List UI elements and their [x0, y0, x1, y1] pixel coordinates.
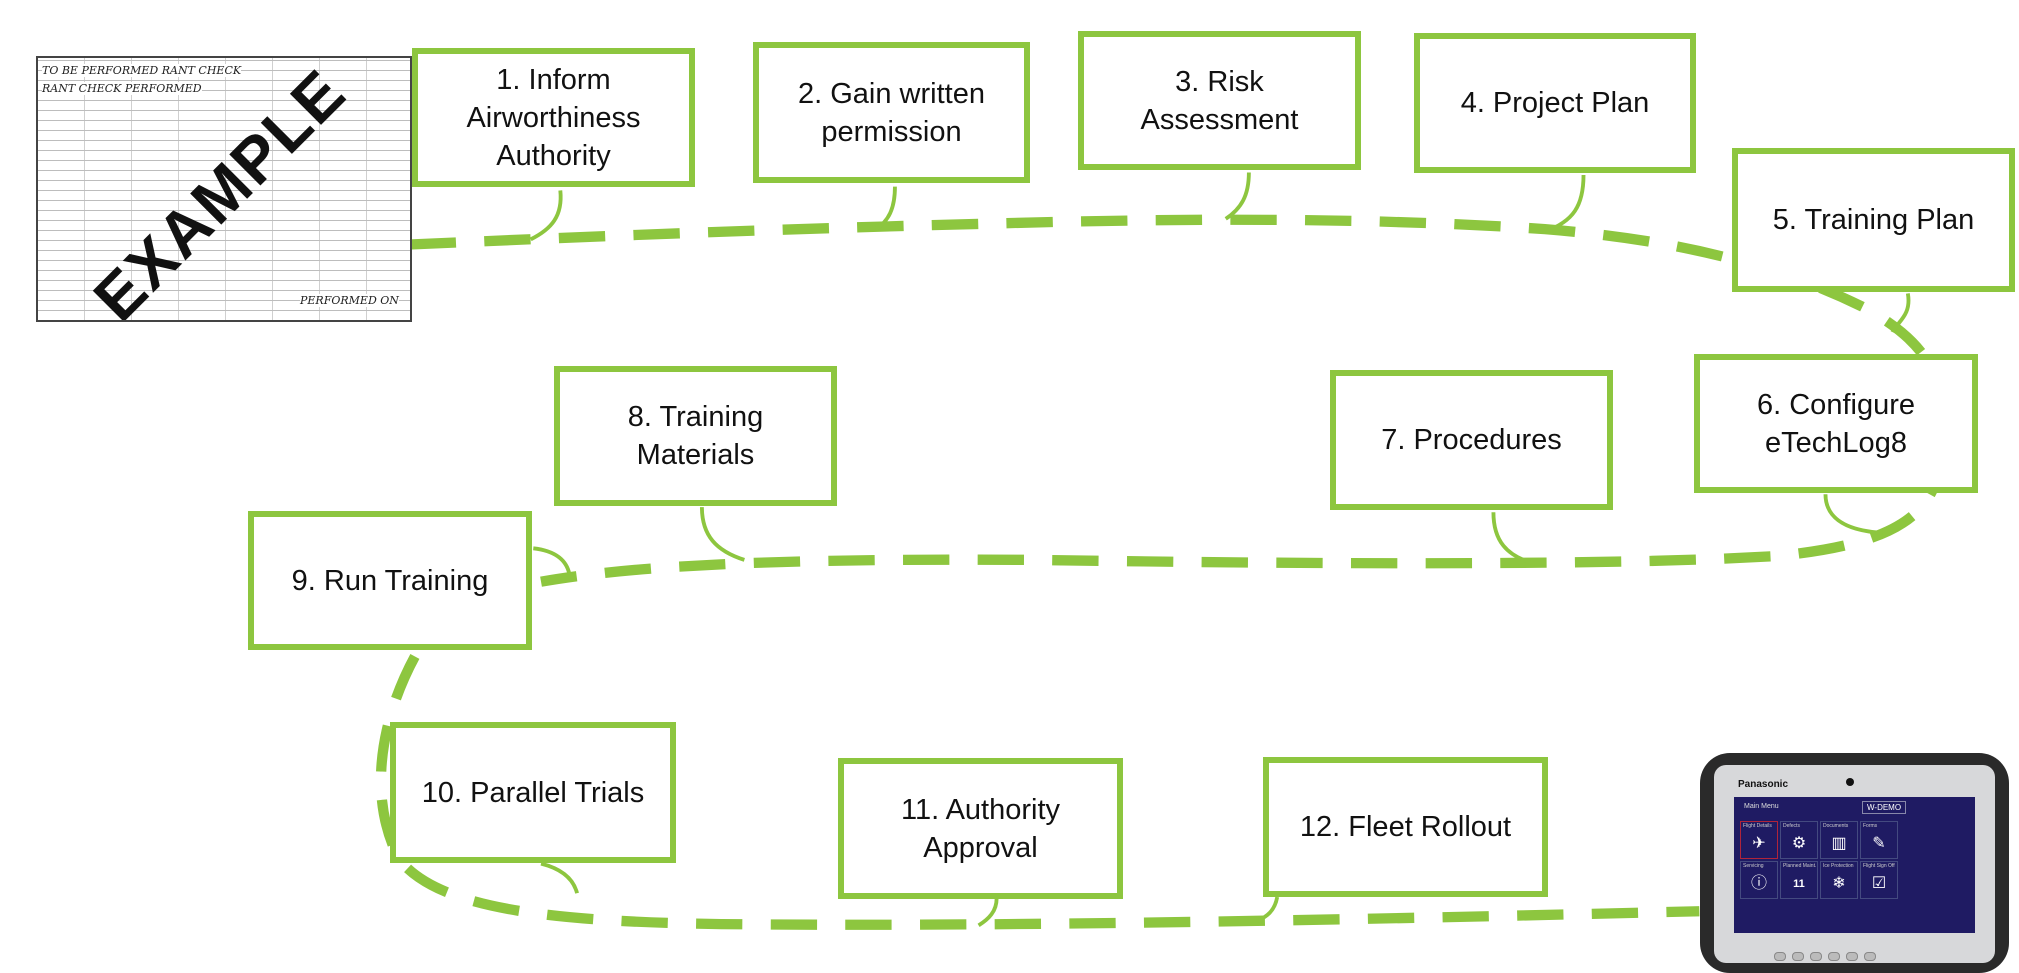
dashed-path-upper: [409, 214, 1949, 587]
step-3-risk-assessment: 3. Risk Assessment: [1078, 31, 1361, 170]
hardware-button: [1846, 952, 1858, 961]
connector-4: [1544, 175, 1586, 234]
hardware-button: [1774, 952, 1786, 961]
tile-label: Flight Details: [1743, 823, 1772, 829]
step-5-training-plan: 5. Training Plan: [1732, 148, 2015, 292]
tile-label: Planned Maint.: [1783, 863, 1817, 869]
step-12-fleet-rollout: 12. Fleet Rollout: [1263, 757, 1548, 897]
tile-flight-details: Flight Details ✈: [1740, 821, 1778, 859]
step-7-procedures: 7. Procedures: [1330, 370, 1613, 510]
connector-2: [874, 186, 897, 231]
step-11-authority-approval: 11. Authority Approval: [838, 758, 1123, 899]
tile-flight-sign-off: Flight Sign Off ☑: [1860, 861, 1898, 899]
example-techlog-form-image: EXAMPLE TO BE PERFORMED RANT CHECK RANT …: [36, 56, 412, 322]
connector-1: [529, 190, 563, 242]
step-9-run-training: 9. Run Training: [248, 511, 532, 650]
hardware-button: [1828, 952, 1840, 961]
gauge-icon: ⓘ: [1750, 875, 1767, 892]
gear-icon: ⚙: [1791, 835, 1807, 852]
connector-11: [977, 898, 999, 928]
step-4-project-plan: 4. Project Plan: [1414, 33, 1696, 173]
step-6-configure-etechlog8: 6. Configure eTechLog8: [1694, 354, 1978, 493]
tile-servicing: Servicing ⓘ: [1740, 861, 1778, 899]
tablet-device-image: Panasonic Main Menu W-DEMO Flight Detail…: [1700, 753, 2009, 973]
tile-label: Ice Protection: [1823, 863, 1854, 869]
hardware-button: [1810, 952, 1822, 961]
tile-label: Servicing: [1743, 863, 1764, 869]
tile-label: Defects: [1783, 823, 1800, 829]
clipboard-pencil-icon: ✎: [1872, 835, 1886, 852]
airplane-icon: ✈: [1752, 835, 1766, 852]
snowflake-icon: ❄: [1832, 875, 1846, 892]
tablet-brand: Panasonic: [1738, 779, 1789, 790]
calendar-icon: 11: [1793, 878, 1805, 890]
connector-7: [1491, 512, 1536, 566]
connector-10: [540, 861, 579, 894]
step-8-training-materials: 8. Training Materials: [554, 366, 837, 506]
step-1-inform-authority: 1. Inform Airworthiness Authority: [412, 48, 695, 187]
books-icon: ▥: [1831, 835, 1847, 852]
connector-5: [1890, 293, 1911, 334]
tile-defects: Defects ⚙: [1780, 821, 1818, 859]
tablet-hardware-buttons: [1774, 952, 1876, 961]
tile-planned-maint: Planned Maint. 11: [1780, 861, 1818, 899]
connector-12: [1255, 896, 1280, 924]
step-10-parallel-trials: 10. Parallel Trials: [390, 722, 676, 863]
handwriting: PERFORMED ON: [300, 294, 399, 307]
camera-icon: [1846, 778, 1854, 786]
tile-documents: Documents ▥: [1820, 821, 1858, 859]
tile-ice-protection: Ice Protection ❄: [1820, 861, 1858, 899]
tile-label: Documents: [1823, 823, 1849, 829]
tablet-screen: Main Menu W-DEMO Flight Details ✈ Defects…: [1734, 797, 1975, 933]
aircraft-registration: W-DEMO: [1862, 801, 1907, 814]
checkbox-icon: ☑: [1871, 875, 1887, 892]
tile-forms: Forms ✎: [1860, 821, 1898, 859]
connector-6: [1823, 494, 1883, 535]
connector-8: [699, 507, 745, 562]
connector-3: [1224, 172, 1251, 221]
tile-label: Flight Sign Off: [1863, 863, 1895, 869]
dashed-path-lower: [375, 653, 1700, 930]
tile-label: Forms: [1863, 823, 1878, 829]
handwriting: TO BE PERFORMED RANT CHECK: [42, 64, 242, 77]
connector-9: [533, 546, 572, 575]
step-2-gain-permission: 2. Gain written permission: [753, 42, 1030, 183]
hardware-button: [1792, 952, 1804, 961]
hardware-button: [1864, 952, 1876, 961]
main-menu-title: Main Menu: [1744, 803, 1779, 810]
handwriting: RANT CHECK PERFORMED: [42, 82, 202, 95]
